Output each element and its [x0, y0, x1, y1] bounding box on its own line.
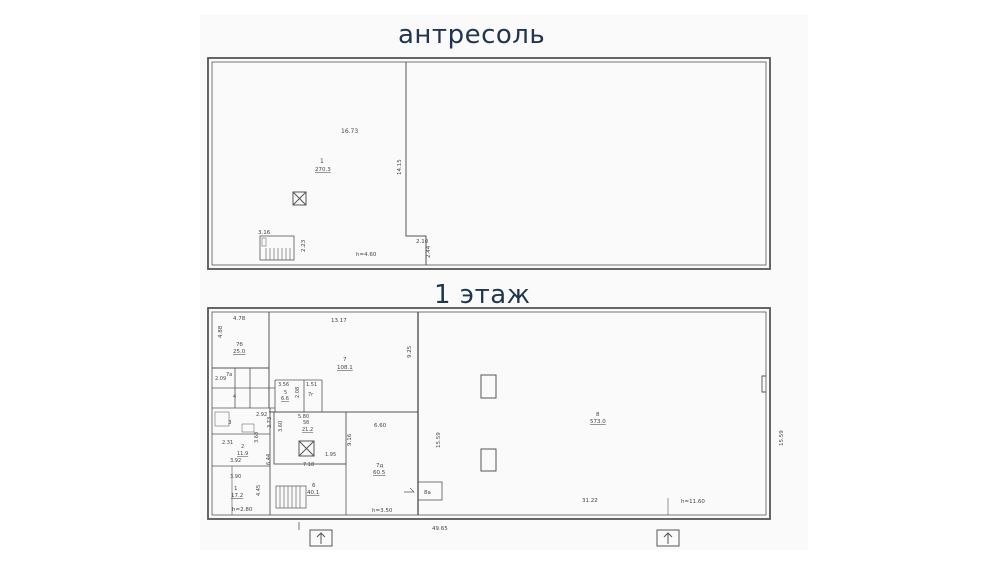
entrance-arrow-icon [309, 529, 333, 547]
dim-label: 2.92 [256, 412, 267, 418]
column-icon [292, 191, 307, 206]
room-number: 7г [308, 392, 314, 398]
room-number: 7а [226, 372, 232, 378]
mezz-room-number: 1 [320, 158, 324, 165]
room-number: 1 [234, 486, 238, 492]
room-5b-outline [273, 411, 347, 465]
room-number: 5б [303, 420, 309, 426]
ceiling-height: h=2.80 [232, 507, 253, 513]
mezz-width-label: 16.73 [341, 128, 358, 135]
dim-label: 3.92 [230, 458, 241, 464]
ground-floor-heading: 1 этаж [434, 280, 531, 310]
dim-label: 4.88 [218, 325, 224, 338]
room-number: 8 [596, 412, 600, 418]
ground-stair [275, 485, 307, 509]
column-icon [480, 374, 497, 399]
stair-8a [417, 481, 443, 501]
dim-label: 7.18 [303, 462, 314, 468]
dim-label: 2.08 [295, 387, 301, 398]
mezz-room-area: 270.3 [315, 167, 331, 173]
room-area: 108.1 [337, 365, 353, 371]
entrance-arrow-icon [656, 529, 680, 547]
mezzanine-outer-wall [207, 57, 771, 270]
dim-label: 3.56 [278, 382, 289, 388]
dim-label: 3.68 [254, 432, 260, 443]
mezzanine-inner-wall [211, 61, 767, 266]
room-number: 5 [284, 390, 287, 396]
dim-label: 9.16 [347, 433, 353, 446]
dim-label: 13.17 [331, 318, 347, 324]
room-area: 25.0 [233, 349, 246, 355]
mezzanine-heading: антресоль [398, 20, 546, 50]
ground-inner-wall [211, 311, 767, 516]
mezz-stair-label: 3.16 [258, 230, 271, 236]
room-number: 6 [312, 483, 316, 489]
room-area: 11.9 [237, 451, 248, 457]
room-area: 573.0 [590, 419, 606, 425]
dim-label: 4.45 [256, 485, 262, 496]
dim-label: 1.95 [325, 452, 336, 458]
room-number: 8а [424, 490, 431, 496]
room-area: 17.2 [231, 493, 243, 499]
room-number: 3 [228, 420, 232, 426]
room-number: 4 [233, 394, 236, 400]
dim-label: 6.60 [374, 423, 387, 429]
mezz-dim-b: 2.10 [416, 239, 429, 245]
mezzanine-plan: 16.73 1 270.3 14.15 3.16 2.23 2.10 2.44 … [207, 57, 771, 270]
dim-label: 4.78 [233, 316, 246, 322]
dim-label: 2.31 [222, 440, 233, 446]
dim-label: 3.90 [230, 474, 241, 480]
room-area: 40.1 [307, 490, 319, 496]
dim-label: 31.22 [582, 498, 598, 504]
room-number: 7д [376, 463, 383, 469]
dim-label: 15.59 [779, 430, 785, 446]
room-area: 60.5 [373, 470, 386, 476]
room-number: 2 [241, 444, 244, 450]
room-number: 7б [236, 342, 243, 348]
mezzanine-partition [405, 62, 427, 265]
room-number: 7 [343, 357, 347, 363]
ground-outer-wall [207, 307, 771, 520]
dim-label: 6.44 [266, 454, 272, 465]
mezz-ceiling-height: h=4.60 [356, 252, 377, 258]
ceiling-height: h=3.50 [372, 508, 393, 514]
dim-label: 49.65 [432, 526, 448, 532]
dim-label: 2.09 [215, 376, 226, 382]
drawing-sheet [200, 14, 808, 550]
mezz-height-label: 14.15 [397, 159, 403, 175]
room-area: 6.6 [281, 396, 289, 402]
ceiling-height: h=11.60 [681, 499, 705, 505]
dim-label: 15.59 [436, 432, 442, 448]
mezz-dim-a: 2.23 [301, 239, 307, 252]
dim-label: 9.25 [407, 345, 413, 358]
room-area: 21.2 [302, 427, 313, 433]
mezzanine-stair [259, 235, 295, 261]
elevator-icon [298, 440, 315, 457]
column-icon [480, 448, 497, 472]
dim-label: 5.80 [298, 414, 309, 420]
mezz-dim-c: 2.44 [426, 245, 432, 258]
ground-floor-plan: 4.78 4.88 7б 25.0 13.17 7 108.1 9.25 2.0… [207, 307, 785, 547]
dim-label: 3.73 [267, 417, 273, 428]
dim-label: 1.51 [306, 382, 317, 388]
dim-label: 3.60 [278, 421, 284, 432]
